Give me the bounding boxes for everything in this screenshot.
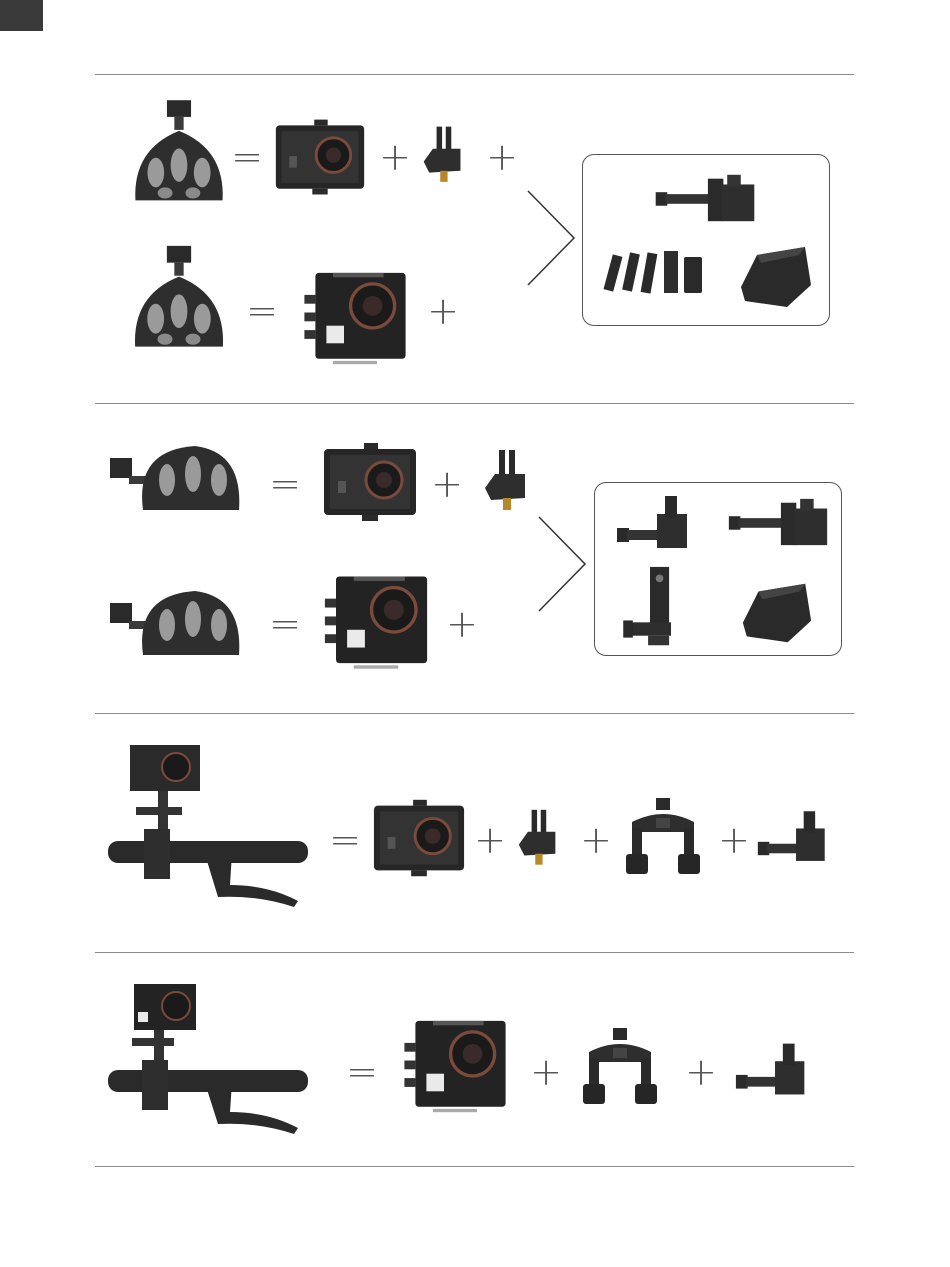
handlebar-clamp-icon <box>618 798 708 878</box>
adhesive-pads-icon <box>599 243 711 303</box>
base-mount-icon <box>735 241 815 311</box>
action-camera-icon <box>400 1016 510 1116</box>
plus-sign: + <box>446 605 478 643</box>
extension-arm-icon <box>651 169 759 227</box>
action-camera-icon <box>300 268 410 368</box>
plus-sign: + <box>580 821 612 859</box>
quick-release-buckle-icon <box>480 448 532 518</box>
quick-release-buckle-icon <box>420 124 466 190</box>
equals-sign: = <box>329 821 361 859</box>
bracket-arrow-icon <box>538 516 588 612</box>
equals-sign: = <box>269 605 301 643</box>
pivot-arm-icon <box>754 808 840 868</box>
pivot-arm-icon <box>613 493 703 555</box>
equals-sign: = <box>346 1053 378 1091</box>
section-divider <box>95 713 854 714</box>
section-divider <box>95 74 854 75</box>
tripod-adapter-icon <box>621 565 679 651</box>
helmet-mount-icon <box>105 585 245 665</box>
extension-arm-icon <box>725 493 831 551</box>
plus-sign: + <box>685 1053 717 1091</box>
section-divider <box>95 403 854 404</box>
base-mount-icon <box>737 577 815 647</box>
waterproof-case-icon <box>272 118 368 198</box>
helmet-mount-icon <box>125 244 233 356</box>
plus-sign: + <box>474 821 506 859</box>
equals-sign: = <box>269 465 301 503</box>
plus-sign: + <box>718 821 750 859</box>
plus-sign: + <box>379 138 411 176</box>
plus-sign: + <box>530 1053 562 1091</box>
equals-sign: = <box>231 138 263 176</box>
plus-sign: + <box>486 138 518 176</box>
helmet-mount-icon <box>128 98 230 210</box>
bracket-arrow-icon <box>527 190 577 286</box>
plus-sign: + <box>431 465 463 503</box>
handlebar-clamp-icon <box>575 1028 665 1108</box>
waterproof-case-icon <box>320 442 420 524</box>
handlebar-mount-scene-icon <box>108 982 308 1137</box>
section-divider <box>95 952 854 953</box>
handlebar-mount-scene-icon <box>108 745 308 910</box>
accessory-box <box>582 154 830 326</box>
pivot-arm-icon <box>732 1040 820 1102</box>
section-divider <box>95 1166 854 1167</box>
equals-sign: = <box>246 292 278 330</box>
waterproof-case-icon <box>370 798 468 880</box>
page-corner-tab <box>0 0 43 31</box>
plus-sign: + <box>427 292 459 330</box>
accessory-box <box>594 482 842 656</box>
helmet-mount-icon <box>105 440 245 520</box>
quick-release-buckle-icon <box>515 808 561 872</box>
action-camera-icon <box>320 572 432 672</box>
